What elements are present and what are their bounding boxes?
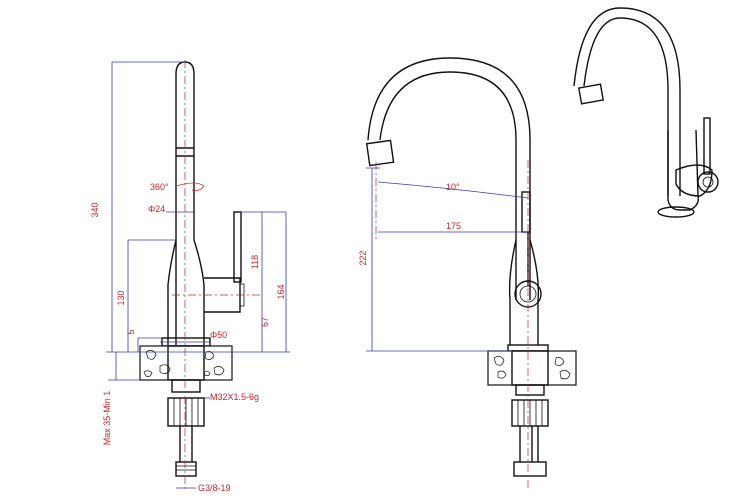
label-thread: M32X1.5-6g [210, 392, 259, 402]
label-base-offset: 5 [126, 329, 136, 334]
label-spout-dia: Φ24 [148, 204, 165, 214]
front-shank-washer [515, 384, 545, 396]
iso-handle-boss [675, 164, 713, 197]
front-gooseneck-inner [367, 57, 531, 300]
label-spout-angle: 10° [446, 182, 460, 192]
front-spout-aerator [365, 139, 395, 167]
side-body-right [193, 239, 205, 345]
front-view: 222 10° 175 [358, 57, 577, 490]
iso-body [667, 129, 700, 211]
side-body-left [167, 239, 177, 345]
iso-spout-outer [583, 17, 669, 196]
iso-base [657, 206, 695, 218]
side-handle-lever [233, 211, 242, 283]
front-countertop [487, 350, 577, 386]
iso-spout-inner [573, 7, 681, 196]
label-handle-height: 118 [250, 255, 260, 269]
label-spout-reach: 175 [446, 221, 461, 231]
rotation-arrow [175, 182, 205, 191]
front-nut-ribs [517, 400, 543, 426]
iso-handle-knob [697, 171, 719, 193]
front-stone-pattern [493, 356, 571, 380]
side-view: 340 130 5 Max 35-Min 1 360° Φ24 118 164 … [90, 60, 290, 493]
side-stone-pattern [143, 350, 225, 377]
label-handle-total: 164 [276, 284, 286, 299]
label-base-height: 130 [116, 290, 126, 305]
side-shank-washer [171, 379, 201, 393]
front-hose-connectors [513, 461, 547, 477]
label-base-dia: Φ50 [210, 330, 227, 340]
label-spout-height: 222 [358, 250, 368, 265]
side-nut-ribs [173, 398, 199, 426]
side-hose-connector [175, 461, 197, 477]
iso-view [573, 7, 719, 218]
label-handle-lower: 67 [260, 317, 270, 327]
label-height-total: 340 [90, 202, 100, 217]
iso-handle-lever [703, 117, 711, 175]
label-counter-thickness: Max 35-Min 1 [102, 391, 112, 446]
front-gooseneck-outer [379, 71, 517, 300]
iso-aerator [577, 83, 605, 105]
label-rotation: 360° [150, 182, 169, 192]
label-hose: G3/8-19 [198, 483, 231, 493]
iso-handle-knob-inner [702, 176, 714, 188]
side-hose [179, 426, 193, 462]
front-hoses [519, 426, 539, 462]
side-connector-thread [176, 465, 196, 471]
front-body [508, 239, 540, 345]
dim-angle-arc [377, 181, 529, 199]
